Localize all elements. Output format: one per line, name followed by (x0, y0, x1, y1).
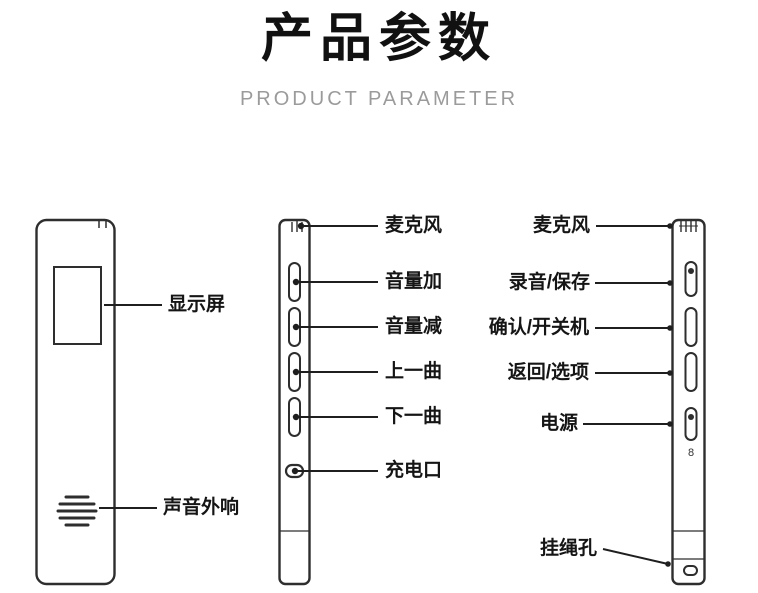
page-subtitle: PRODUCT PARAMETER (239, 88, 519, 110)
back-options-button (684, 352, 698, 392)
label-record-save: 录音/保存 (508, 272, 590, 293)
side-device-controls-outline (671, 218, 706, 586)
speaker-grille (56, 495, 98, 527)
lanyard-hole (683, 565, 698, 576)
label-next-track: 下一曲 (385, 406, 443, 427)
mic-grille-right (679, 221, 698, 232)
power-switch (684, 407, 698, 441)
power-marking: 8 (687, 447, 695, 459)
callout-lines (99, 225, 670, 565)
label-mic-left: 麦克风 (385, 215, 443, 236)
label-mic-right: 麦克风 (532, 215, 590, 236)
front-device (35, 218, 116, 586)
label-volume-up: 音量加 (385, 271, 443, 292)
label-lanyard-hole: 挂绳孔 (539, 538, 597, 559)
side-device-controls (671, 218, 706, 586)
label-speaker: 声音外响 (163, 497, 240, 518)
page-title: 产品参数 (260, 10, 497, 68)
label-screen: 显示屏 (168, 294, 226, 315)
clip-ticks (98, 221, 107, 228)
power-slider-knob (688, 414, 694, 420)
screen-outline (53, 266, 102, 345)
front-device-outline (35, 218, 116, 586)
label-power: 电源 (539, 413, 578, 434)
side-device-volume (278, 218, 311, 586)
label-charge-port: 充电口 (385, 460, 443, 481)
callout-dots (291, 222, 673, 567)
label-prev-track: 上一曲 (385, 361, 443, 382)
label-confirm-power: 确认/开关机 (488, 317, 589, 338)
side-device-volume-outline (278, 218, 311, 586)
record-slider-knob (688, 268, 694, 274)
confirm-power-button (684, 307, 698, 347)
record-save-slider (684, 261, 698, 297)
label-volume-down: 音量减 (385, 316, 443, 337)
label-back-options: 返回/选项 (507, 362, 589, 383)
